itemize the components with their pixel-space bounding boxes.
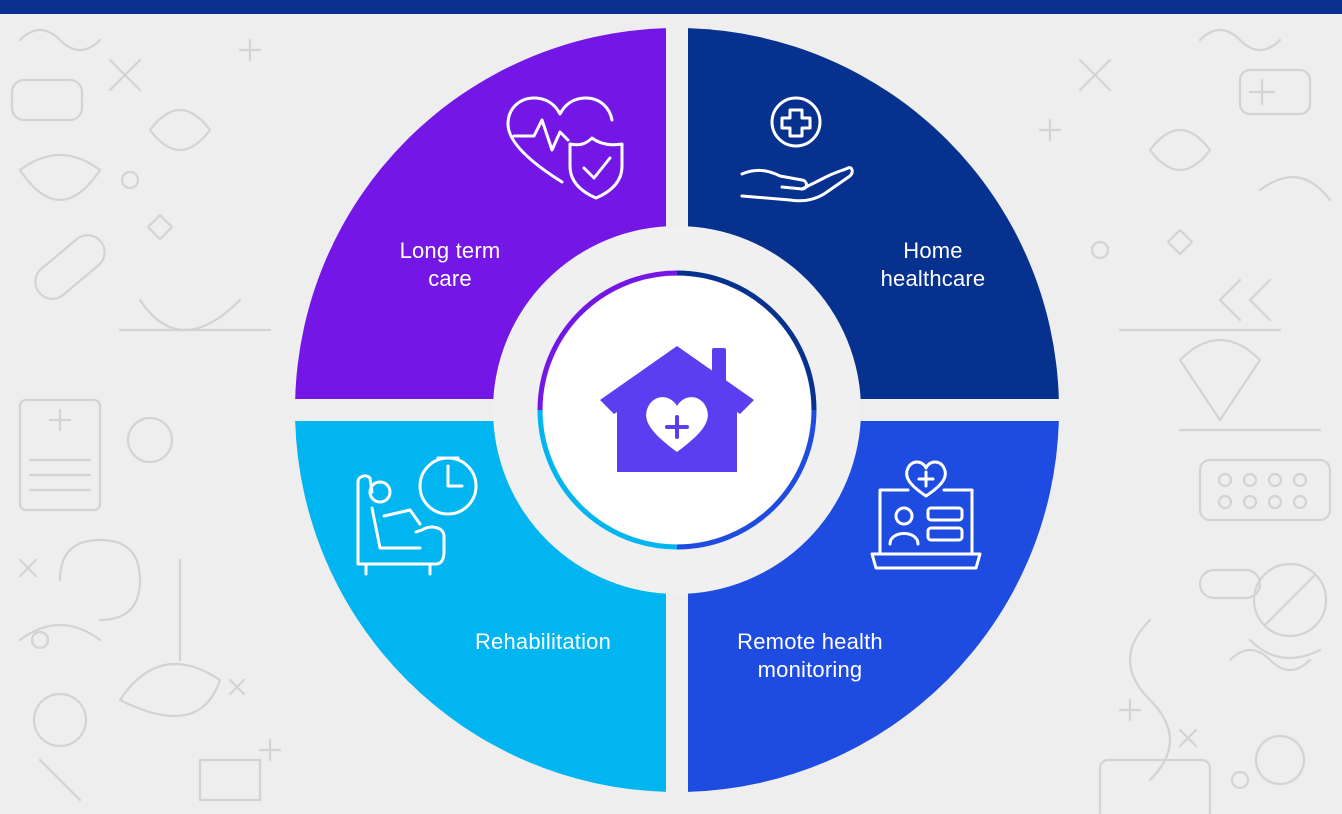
patient-armchair-clock-icon: [356, 456, 478, 576]
heart-shield-icon: [506, 96, 624, 200]
header-bar: [0, 0, 1342, 14]
accent-arc: [676, 270, 817, 411]
laptop-health-profile-icon: [870, 460, 982, 570]
segment-label-remote-health-monitoring: Remote health monitoring: [737, 629, 883, 682]
center-accent-ring: [537, 270, 817, 550]
accent-arc: [537, 270, 678, 411]
accent-arc: [537, 409, 678, 550]
accent-arc: [676, 409, 817, 550]
hand-medical-cross-icon: [740, 96, 854, 203]
segment-label-home-healthcare: Home healthcare: [880, 238, 986, 291]
segment-label-rehabilitation: Rehabilitation: [474, 629, 612, 654]
house-heart-icon: [600, 346, 754, 472]
segment-label-long-term-care: Long term care: [399, 238, 501, 291]
